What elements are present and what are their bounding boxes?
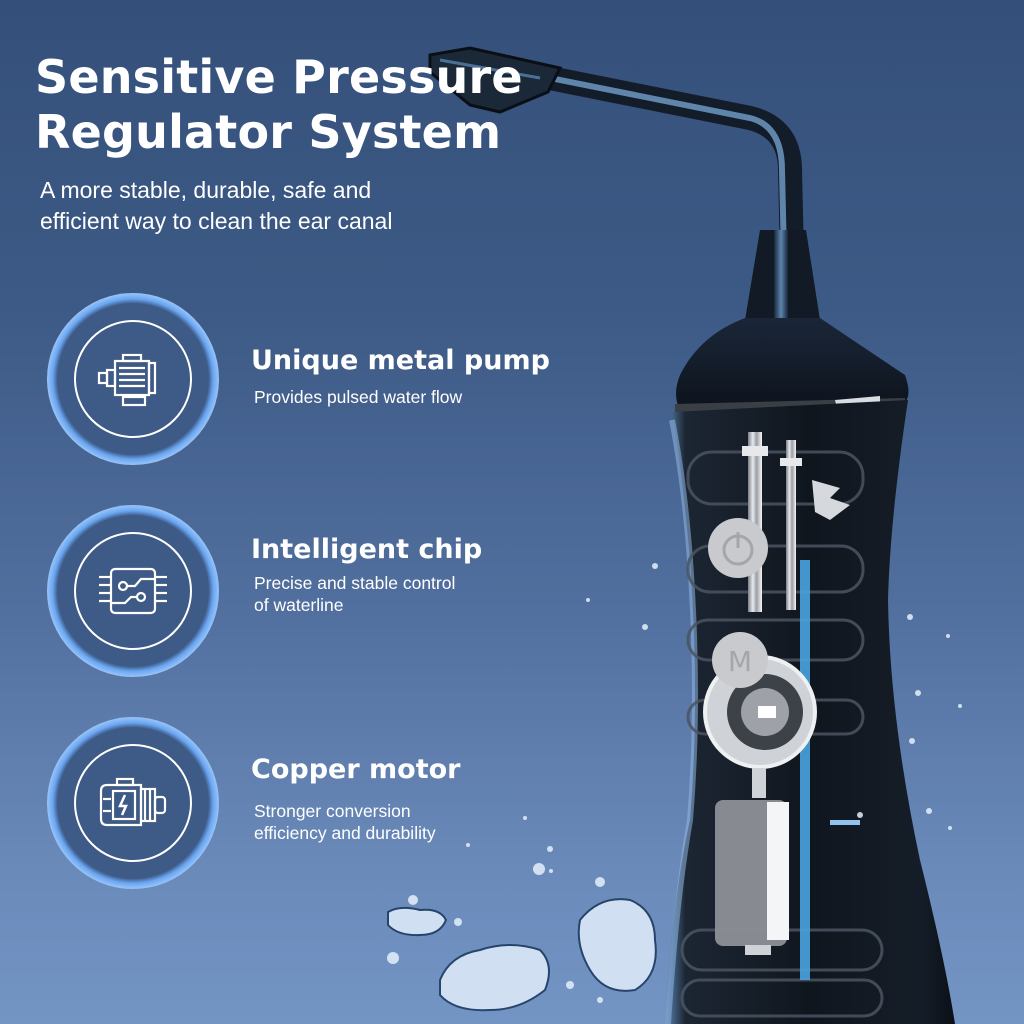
power-button <box>708 518 768 578</box>
badge-ring <box>74 320 192 438</box>
feature-description: Stronger conversion efficiency and durab… <box>254 800 436 844</box>
badge-ring <box>74 744 192 862</box>
feature-title: Copper motor <box>251 754 461 785</box>
description-line: of waterline <box>254 595 344 615</box>
feature-metal-pump: Unique metal pump Provides pulsed water … <box>47 293 607 468</box>
subtitle: A more stable, durable, safe and efficie… <box>40 175 392 237</box>
feature-description: Precise and stable control of waterline <box>254 572 455 616</box>
pump-icon <box>97 353 157 407</box>
feature-title: Intelligent chip <box>251 534 483 565</box>
feature-title: Unique metal pump <box>251 345 550 376</box>
svg-text:M: M <box>728 645 752 678</box>
description-line: Provides pulsed water flow <box>254 387 463 407</box>
subtitle-line-2: efficient way to clean the ear canal <box>40 208 393 234</box>
chip-icon <box>99 567 167 615</box>
page-title: Sensitive Pressure Regulator System <box>35 50 523 160</box>
feature-badge <box>47 293 219 465</box>
feature-badge <box>47 505 219 677</box>
title-line-1: Sensitive Pressure <box>35 50 523 104</box>
title-line-2: Regulator System <box>35 105 502 159</box>
feature-description: Provides pulsed water flow <box>254 386 462 408</box>
feature-badge <box>47 717 219 889</box>
feature-copper-motor: Copper motor Stronger conversion efficie… <box>47 717 607 892</box>
feature-intelligent-chip: Intelligent chip Precise and stable cont… <box>47 505 607 680</box>
description-line: efficiency and durability <box>254 823 436 843</box>
badge-ring <box>74 532 192 650</box>
mode-button: M <box>712 632 768 688</box>
description-line: Precise and stable control <box>254 573 456 593</box>
subtitle-line-1: A more stable, durable, safe and <box>40 177 372 203</box>
description-line: Stronger conversion <box>254 801 411 821</box>
motor-icon <box>99 777 167 827</box>
